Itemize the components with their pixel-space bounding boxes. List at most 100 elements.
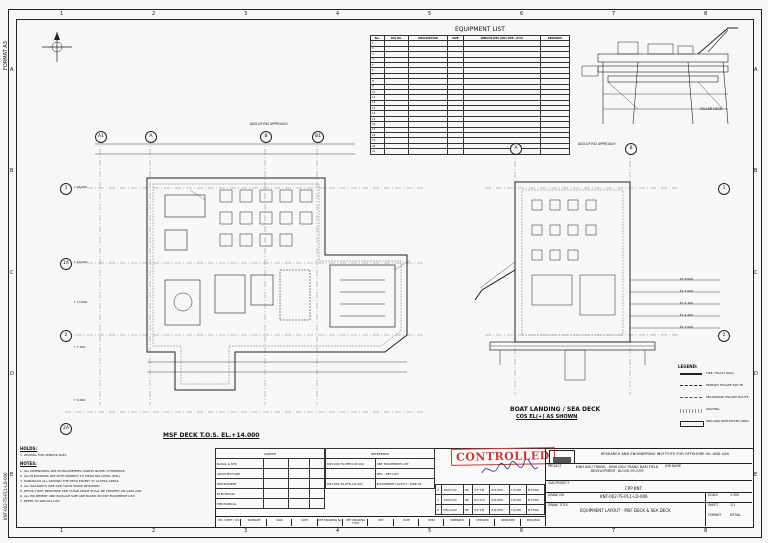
- column-number: 4: [336, 528, 340, 534]
- equipment-list-row: 3: [370, 51, 571, 58]
- reference-header: REFERENCE: [325, 448, 435, 459]
- note-item: 5. DETAIL FIRST RESPONSE AND CLEAR SPACE…: [20, 489, 143, 493]
- revision-cell: B.T.MAI: [525, 504, 546, 515]
- level-label: Y 19.000: [74, 260, 88, 264]
- grid-bubble: 1A: [60, 258, 72, 270]
- sheet-value: 1/1: [730, 503, 736, 507]
- institute-name: RESEARCH AND ENGINEERING INSTITUTE FOR O…: [600, 452, 730, 456]
- row-letter: B: [754, 168, 758, 175]
- outer-border: [8, 9, 762, 538]
- bottom-header-cell: SIGN: [265, 519, 292, 526]
- grid-bubble: B1: [312, 131, 324, 143]
- discipline-row: MECHANICAL: [215, 498, 325, 509]
- discipline-cell: [288, 458, 310, 469]
- agreed-header: AGREED: [215, 448, 325, 459]
- reference-cell: KNT EQUIPMENT LIST: [374, 458, 436, 469]
- discipline-cell: [263, 458, 289, 469]
- revision-cell: V.T.T.N: [472, 504, 491, 515]
- column-number: 7: [612, 11, 616, 17]
- row-letter: B: [10, 168, 14, 175]
- rule-2: [545, 480, 752, 481]
- rule-vertical-2: [545, 448, 546, 526]
- revision-cell: P.Q.PHU: [489, 484, 510, 495]
- row-letter: A: [754, 66, 758, 73]
- project-name: KINH NGU TRANG - KINH NGU TRANG NAM FIEL…: [575, 465, 659, 474]
- level-label: Y 25.000: [74, 185, 88, 189]
- discipline-cell: [309, 498, 325, 509]
- hold-item: 1. WAITING FOR VENDOR DATA: [20, 453, 67, 457]
- rule-1: [545, 463, 752, 464]
- grid-bubble: A: [145, 131, 157, 143]
- equipment-list-row: 17: [370, 126, 571, 134]
- row-letter: A: [10, 66, 14, 73]
- equipment-list-title: EQUIPMENT LIST: [455, 26, 505, 33]
- legend-swatch: [680, 385, 702, 386]
- level-label: Y 7.500: [74, 345, 86, 349]
- discipline-name: ARCHITECTURE: [215, 468, 264, 479]
- discipline-cell: [309, 488, 325, 499]
- legend-swatch: [680, 409, 702, 413]
- equipment-list-row: 21: [370, 148, 571, 155]
- format-value: DETAIL: [730, 513, 742, 517]
- signature-scribble: [481, 459, 539, 474]
- column-number: 2: [152, 528, 156, 534]
- discipline-cell: [309, 468, 325, 479]
- grid-bubble: B: [625, 143, 637, 155]
- format-label: FORMAT A3: [3, 41, 9, 70]
- discipline-cell: [288, 488, 310, 499]
- level-label: EL 4.200: [680, 313, 694, 317]
- grid-bubble: A1: [95, 131, 107, 143]
- bottom-header-cell: REV: [367, 519, 393, 526]
- column-number: 4: [336, 11, 340, 17]
- level-label: EL 8.000: [680, 277, 694, 281]
- row-letter: E: [10, 472, 14, 479]
- legend-item-label: SECONDARY ESCAPE ROUTE: [706, 395, 749, 399]
- row-letter: E: [754, 472, 758, 479]
- revision-cell: B.T.MAI: [525, 494, 546, 505]
- equipment-list-cell: [383, 148, 410, 155]
- notes-title: NOTES:: [20, 461, 37, 466]
- grid-bubble: 1: [60, 183, 72, 195]
- rule-3: [545, 492, 752, 493]
- drawing-no-label: DRAW. NO.: [548, 493, 566, 497]
- row-letter: C: [10, 269, 14, 276]
- column-number: 2: [152, 11, 156, 17]
- grid-bubble: B: [260, 131, 272, 143]
- bottom-header-cell: SURNAME: [240, 519, 266, 526]
- revision-cell: T.Q.NH: [508, 494, 527, 505]
- scale-value: 1:300: [730, 493, 740, 497]
- equipment-list-cell: [446, 148, 464, 155]
- discipline-cell: [288, 468, 310, 479]
- column-number: 6: [520, 11, 524, 17]
- boat-landing-title: BOAT LANDING / SEA DECK: [510, 406, 601, 413]
- revision-cell: 08/11/22: [441, 504, 464, 515]
- bottom-header-cell: DESC: [418, 519, 444, 526]
- discipline-name: MECHANICAL: [215, 498, 264, 509]
- reference-row: PFD - REF LIST: [325, 468, 436, 479]
- rule-4: [545, 502, 752, 503]
- scale-label: SCALE: [708, 493, 719, 497]
- revision-cell: P.Q.PHU: [489, 494, 510, 505]
- grid-bubble: A: [510, 143, 522, 155]
- discipline-row: ELECTRICAL: [215, 488, 325, 499]
- revision-cell: 29/07/22: [441, 484, 464, 495]
- level-label: EL 3.000: [680, 325, 694, 329]
- discipline-cell: [309, 458, 325, 469]
- jack-up-label-right: JACK-UP RIG APPROACH: [578, 142, 616, 146]
- revision-cell: IFA: [462, 504, 474, 515]
- boat-landing-plan: [474, 150, 720, 395]
- platform-elevation-drawing: [581, 27, 738, 125]
- jack-up-label-left: JACK-UP RIG APPROACH: [250, 122, 288, 126]
- row-letter: D: [10, 370, 14, 377]
- reference-cell: KNT-002-TS-MET-LST-001: [325, 458, 376, 469]
- legend-item-label: FIRE / BLAST WALL: [706, 371, 735, 375]
- level-label: EL 7.000: [680, 289, 694, 293]
- level-label: Y 13.600: [74, 300, 88, 304]
- column-number: 5: [428, 528, 432, 534]
- discipline-cell: [263, 468, 289, 479]
